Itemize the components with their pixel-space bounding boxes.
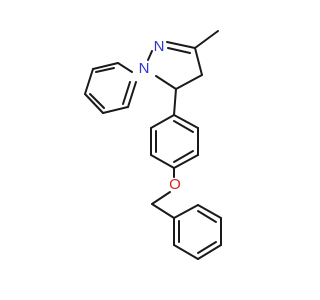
bond [173,204,199,219]
bond [150,114,175,129]
bond [84,93,104,114]
bond [150,154,175,169]
bond [194,30,219,49]
bond [151,191,171,205]
bond [197,210,217,223]
bond [166,41,196,49]
nitrogen-atom-label: N [154,38,165,55]
bond [127,81,137,108]
bond [175,74,203,90]
atom-labels: N N O [139,38,181,193]
bond [194,47,203,76]
bond [197,204,222,219]
bond [147,50,153,61]
bond [151,203,175,219]
bond [173,154,199,169]
bond [117,62,133,73]
bond [89,93,105,109]
bond [155,75,177,90]
bond [197,244,222,260]
bond [173,120,194,133]
bond [92,62,119,70]
bond [173,244,199,260]
bond [173,88,177,116]
molecule-structure: N N O [84,30,222,260]
bond [173,114,199,129]
nitrogen-atom-label: N [139,60,150,77]
bond [122,81,131,105]
bond [95,67,115,73]
bond [173,150,194,163]
bond [102,106,129,114]
bond [84,68,94,95]
bonds [84,30,222,260]
oxygen-atom-label: O [169,176,181,193]
bond [167,47,191,54]
bond [197,241,217,254]
